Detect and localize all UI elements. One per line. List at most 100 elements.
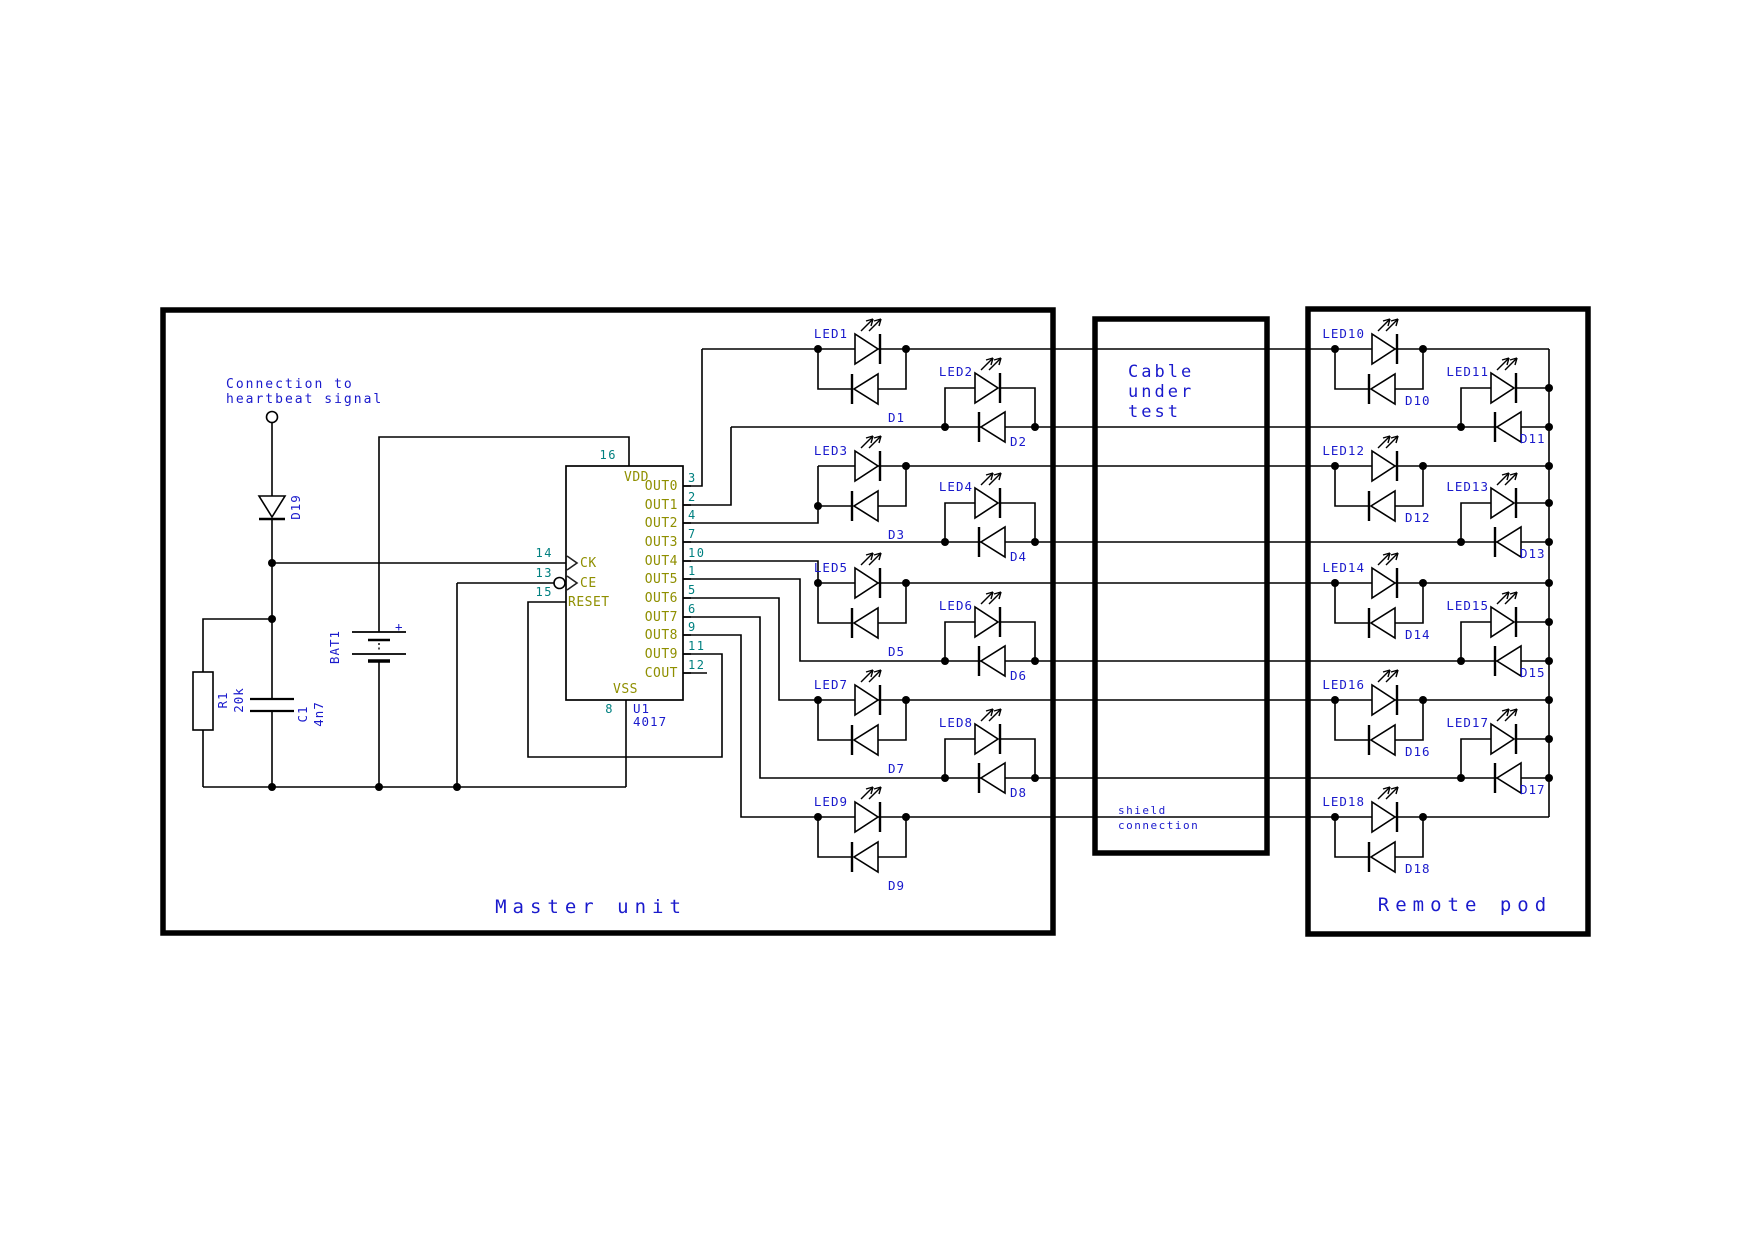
led-arrow-icon [1504, 708, 1518, 722]
ic-pin-number: 16 [600, 448, 617, 462]
led-arrow-icon [1387, 669, 1391, 678]
wire-segment [1460, 387, 1491, 427]
junction-dot [1331, 345, 1339, 353]
led-arrow-icon [1377, 552, 1391, 566]
ic-pin-number: 4 [688, 508, 697, 522]
junction-dot [1545, 774, 1553, 782]
junction-dot [1545, 499, 1553, 507]
junction-dot [1031, 423, 1039, 431]
diode-symbol [852, 840, 879, 874]
led-arrow-icon [985, 708, 994, 712]
junction-dot [1331, 462, 1339, 470]
led-ref-label: LED10 [1322, 326, 1365, 341]
led-arrow-icon [860, 786, 874, 800]
junction-dot [941, 538, 949, 546]
ic-u1-value: 4017 [633, 714, 667, 729]
resistor-r1-value: 20k [231, 687, 246, 713]
led-symbol [974, 605, 1000, 639]
out5-riser [683, 578, 945, 662]
led-arrow-icon [993, 708, 1002, 712]
led-arrow-icon [1377, 786, 1391, 800]
led-ref-label: LED9 [814, 794, 848, 809]
led-arrow-icon [1504, 357, 1518, 371]
led-arrow-icon [1382, 786, 1391, 790]
diode-ref-label: D6 [1010, 668, 1027, 683]
led-symbol [854, 332, 880, 366]
resistor-r1-ref: R1 [215, 691, 230, 708]
led-arrow-icon [1390, 552, 1399, 556]
ic-pin-name: OUT8 [645, 628, 678, 643]
led-arrow-icon [868, 786, 882, 800]
diode-ref-label: D11 [1520, 431, 1546, 446]
led-arrow-icon [865, 669, 874, 673]
ic-pin-number: 3 [688, 471, 697, 485]
diode-ref-label: D13 [1520, 546, 1546, 561]
led-arrow-icon [1509, 591, 1518, 595]
led-ref-label: LED11 [1446, 364, 1489, 379]
junction-dot [814, 813, 822, 821]
junction-dot [1031, 657, 1039, 665]
diode-ref-label: D16 [1405, 744, 1431, 759]
ic-pin-number: 6 [688, 602, 697, 616]
heartbeat-terminal [265, 410, 279, 424]
led-ref-label: LED4 [939, 479, 973, 494]
junction-dot [375, 783, 383, 791]
wire-segment [944, 738, 975, 778]
ic-pin-name: OUT9 [645, 647, 678, 662]
led-ref-label: LED14 [1322, 560, 1365, 575]
junction-dot [941, 657, 949, 665]
cable-under-test-box [1092, 316, 1270, 856]
led-arrow-icon [1501, 708, 1510, 712]
wire-segment [1460, 738, 1491, 778]
heartbeat-note-line1: Connection to [226, 377, 354, 392]
led-symbol [1371, 566, 1397, 600]
diode-ref-label: D9 [888, 878, 905, 893]
ce-inversion-bubble [553, 576, 566, 590]
out7-riser [683, 616, 945, 779]
led-symbol [1371, 683, 1397, 717]
diode-d19-symbol [257, 495, 287, 519]
junction-dot [1031, 774, 1039, 782]
led-arrow-icon [998, 357, 1002, 366]
junction-dot [941, 423, 949, 431]
diode-symbol [979, 410, 1006, 444]
led-arrow-icon [873, 786, 882, 790]
junction-dot [1545, 423, 1553, 431]
junction-dot [1419, 345, 1427, 353]
led-symbol [1490, 371, 1516, 405]
led-symbol [854, 800, 880, 834]
led-symbol [854, 683, 880, 717]
ic-pin-name: OUT4 [645, 554, 678, 569]
led-arrow-icon [873, 318, 882, 322]
out2-riser [683, 506, 819, 524]
led-arrow-icon [1496, 708, 1510, 722]
ic-pin-number: 14 [536, 546, 553, 560]
ic-u1-body [565, 465, 684, 701]
shield-label-line1: shield [1118, 804, 1167, 817]
diode-symbol [852, 372, 879, 406]
diode-symbol [852, 723, 879, 757]
wire-segment [878, 817, 907, 858]
cable-box-label-line2: under [1128, 382, 1194, 402]
led-arrow-icon [1377, 435, 1391, 449]
led-arrow-icon [1387, 552, 1391, 561]
junction-dot [814, 696, 822, 704]
junction-dot [1545, 384, 1553, 392]
wires-layer [202, 348, 1550, 858]
led-arrow-icon [980, 708, 994, 722]
led-ref-label: LED13 [1446, 479, 1489, 494]
led-arrow-icon [985, 472, 994, 476]
led-arrow-icon [998, 472, 1002, 481]
led-arrow-icon [865, 552, 874, 556]
ic-pin-number: 5 [688, 583, 697, 597]
led-arrow-icon [870, 669, 874, 678]
ic-pin-number: 1 [688, 564, 697, 578]
led-arrow-icon [873, 552, 882, 556]
r1-branch [202, 618, 272, 672]
led-arrow-icon [1506, 472, 1510, 481]
ic-pin-name: OUT0 [645, 479, 678, 494]
led-symbol [974, 371, 1000, 405]
ic-pin-name: CE [580, 576, 597, 591]
out8-riser [683, 634, 818, 818]
